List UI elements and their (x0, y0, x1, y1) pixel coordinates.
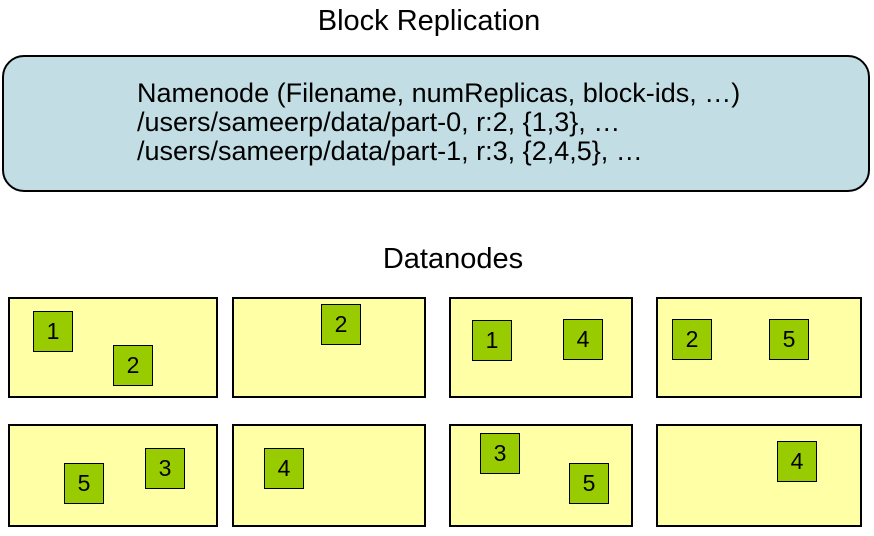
datanode-box-8: 4 (656, 424, 862, 527)
namenode-text: Namenode (Filename, numReplicas, block-i… (137, 79, 740, 166)
block-square: 2 (321, 304, 361, 345)
datanode-box-1: 1 2 (8, 297, 218, 398)
datanode-box-5: 5 3 (8, 424, 218, 527)
block-square: 1 (472, 320, 512, 361)
block-square: 1 (33, 311, 73, 352)
block-square: 4 (264, 448, 304, 489)
datanodes-heading: Datanodes (382, 243, 524, 275)
block-square: 4 (563, 319, 603, 360)
block-square: 3 (480, 433, 520, 474)
namenode-entry-part0: /users/sameerp/data/part-0, r:2, {1,3}, … (137, 107, 621, 137)
datanode-box-7: 3 5 (449, 424, 633, 527)
datanode-box-4: 2 5 (656, 297, 862, 398)
block-square: 5 (569, 463, 609, 504)
block-square: 2 (113, 345, 153, 386)
block-square: 3 (145, 448, 185, 489)
datanode-box-3: 1 4 (449, 297, 633, 398)
block-square: 5 (64, 463, 104, 504)
block-square: 5 (769, 319, 809, 360)
namenode-box: Namenode (Filename, numReplicas, block-i… (2, 55, 870, 192)
block-square: 2 (672, 319, 712, 360)
datanode-box-6: 4 (232, 424, 426, 527)
namenode-header: Namenode (Filename, numReplicas, block-i… (137, 78, 741, 108)
block-square: 4 (777, 441, 817, 482)
datanode-box-2: 2 (232, 297, 426, 398)
page-title: Block Replication (317, 5, 541, 37)
namenode-entry-part1: /users/sameerp/data/part-1, r:3, {2,4,5}… (137, 136, 643, 166)
